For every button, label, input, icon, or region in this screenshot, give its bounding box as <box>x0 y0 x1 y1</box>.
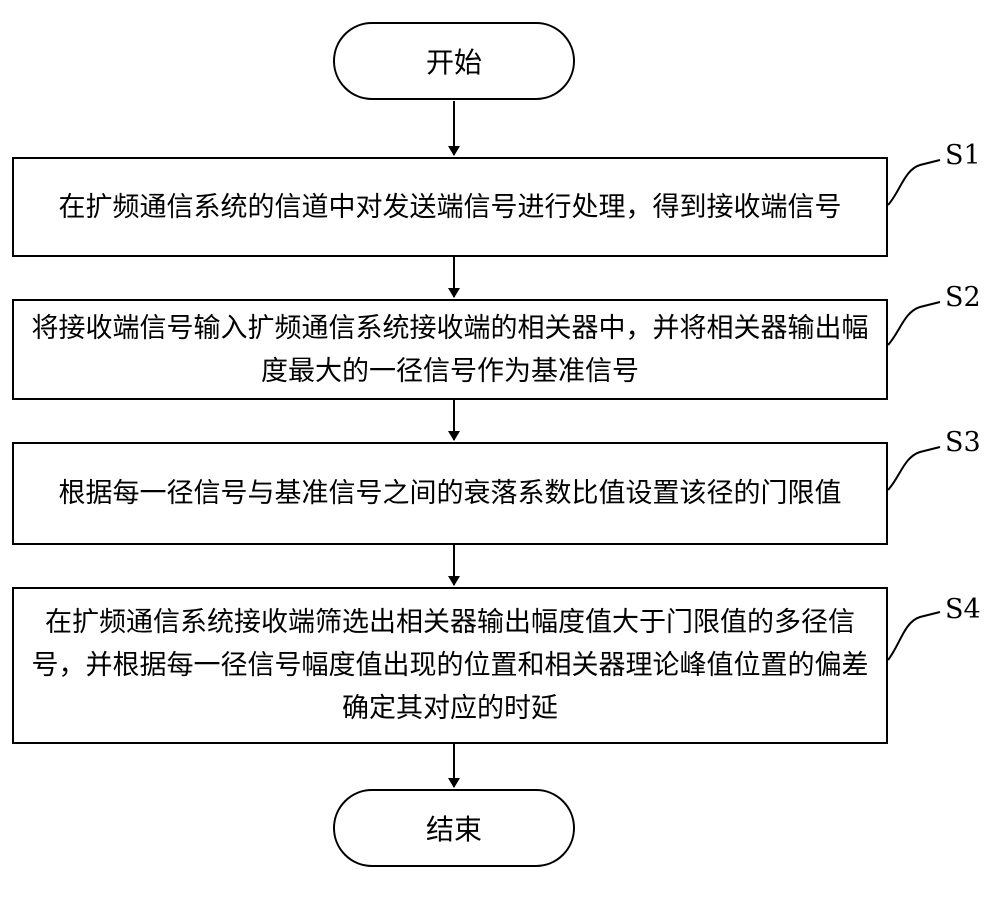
step-text-s2: 将接收端信号输入扩频通信系统接收端的相关器中，并将相关器输出幅度最大的一径信号作… <box>31 312 869 387</box>
step-box-s2: 将接收端信号输入扩频通信系统接收端的相关器中，并将相关器输出幅度最大的一径信号作… <box>12 299 888 400</box>
step-box-s4: 在扩频通信系统接收端筛选出相关器输出幅度值大于门限值的多径信号，并根据每一径信号… <box>12 587 888 744</box>
step-label-s4: S4 <box>945 594 981 625</box>
step-text-s1: 在扩频通信系统的信道中对发送端信号进行处理，得到接收端信号 <box>58 191 842 223</box>
end-label: 结束 <box>425 813 482 846</box>
leader-s2 <box>887 301 941 346</box>
leader-s1 <box>887 159 941 206</box>
start-label: 开始 <box>425 46 482 79</box>
leader-s4 <box>887 611 941 661</box>
step-label-s1: S1 <box>945 140 981 171</box>
step-box-s3: 根据每一径信号与基准信号之间的衰落系数比值设置该径的门限值 <box>12 442 888 545</box>
start-terminal: 开始 <box>333 22 575 100</box>
step-box-s1: 在扩频通信系统的信道中对发送端信号进行处理，得到接收端信号 <box>12 157 888 257</box>
step-text-s4: 在扩频通信系统接收端筛选出相关器输出幅度值大于门限值的多径信号，并根据每一径信号… <box>31 607 869 724</box>
end-terminal: 结束 <box>333 789 575 867</box>
leader-s3 <box>887 446 941 491</box>
step-label-s3: S3 <box>945 427 981 458</box>
step-text-s3: 根据每一径信号与基准信号之间的衰落系数比值设置该径的门限值 <box>58 478 842 509</box>
step-label-s2: S2 <box>945 282 981 313</box>
